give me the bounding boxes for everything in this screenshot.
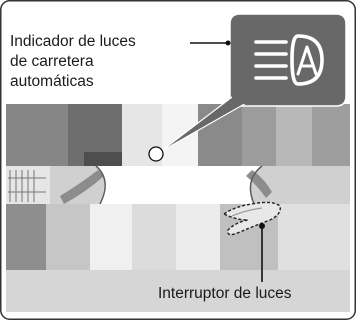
switch-label: Interruptor de luces: [158, 285, 292, 302]
light-switch-stalk: [222, 201, 281, 236]
auto-high-beam-icon: [254, 34, 324, 86]
indicator-label: Indicador de luces de carretera automáti…: [10, 33, 136, 90]
indicator-location-marker: [148, 146, 164, 162]
dashboard-panel: [6, 104, 350, 312]
indicator-leader-line: [190, 40, 231, 46]
switch-leader-line: [259, 223, 265, 282]
indicator-callout: [148, 13, 347, 162]
